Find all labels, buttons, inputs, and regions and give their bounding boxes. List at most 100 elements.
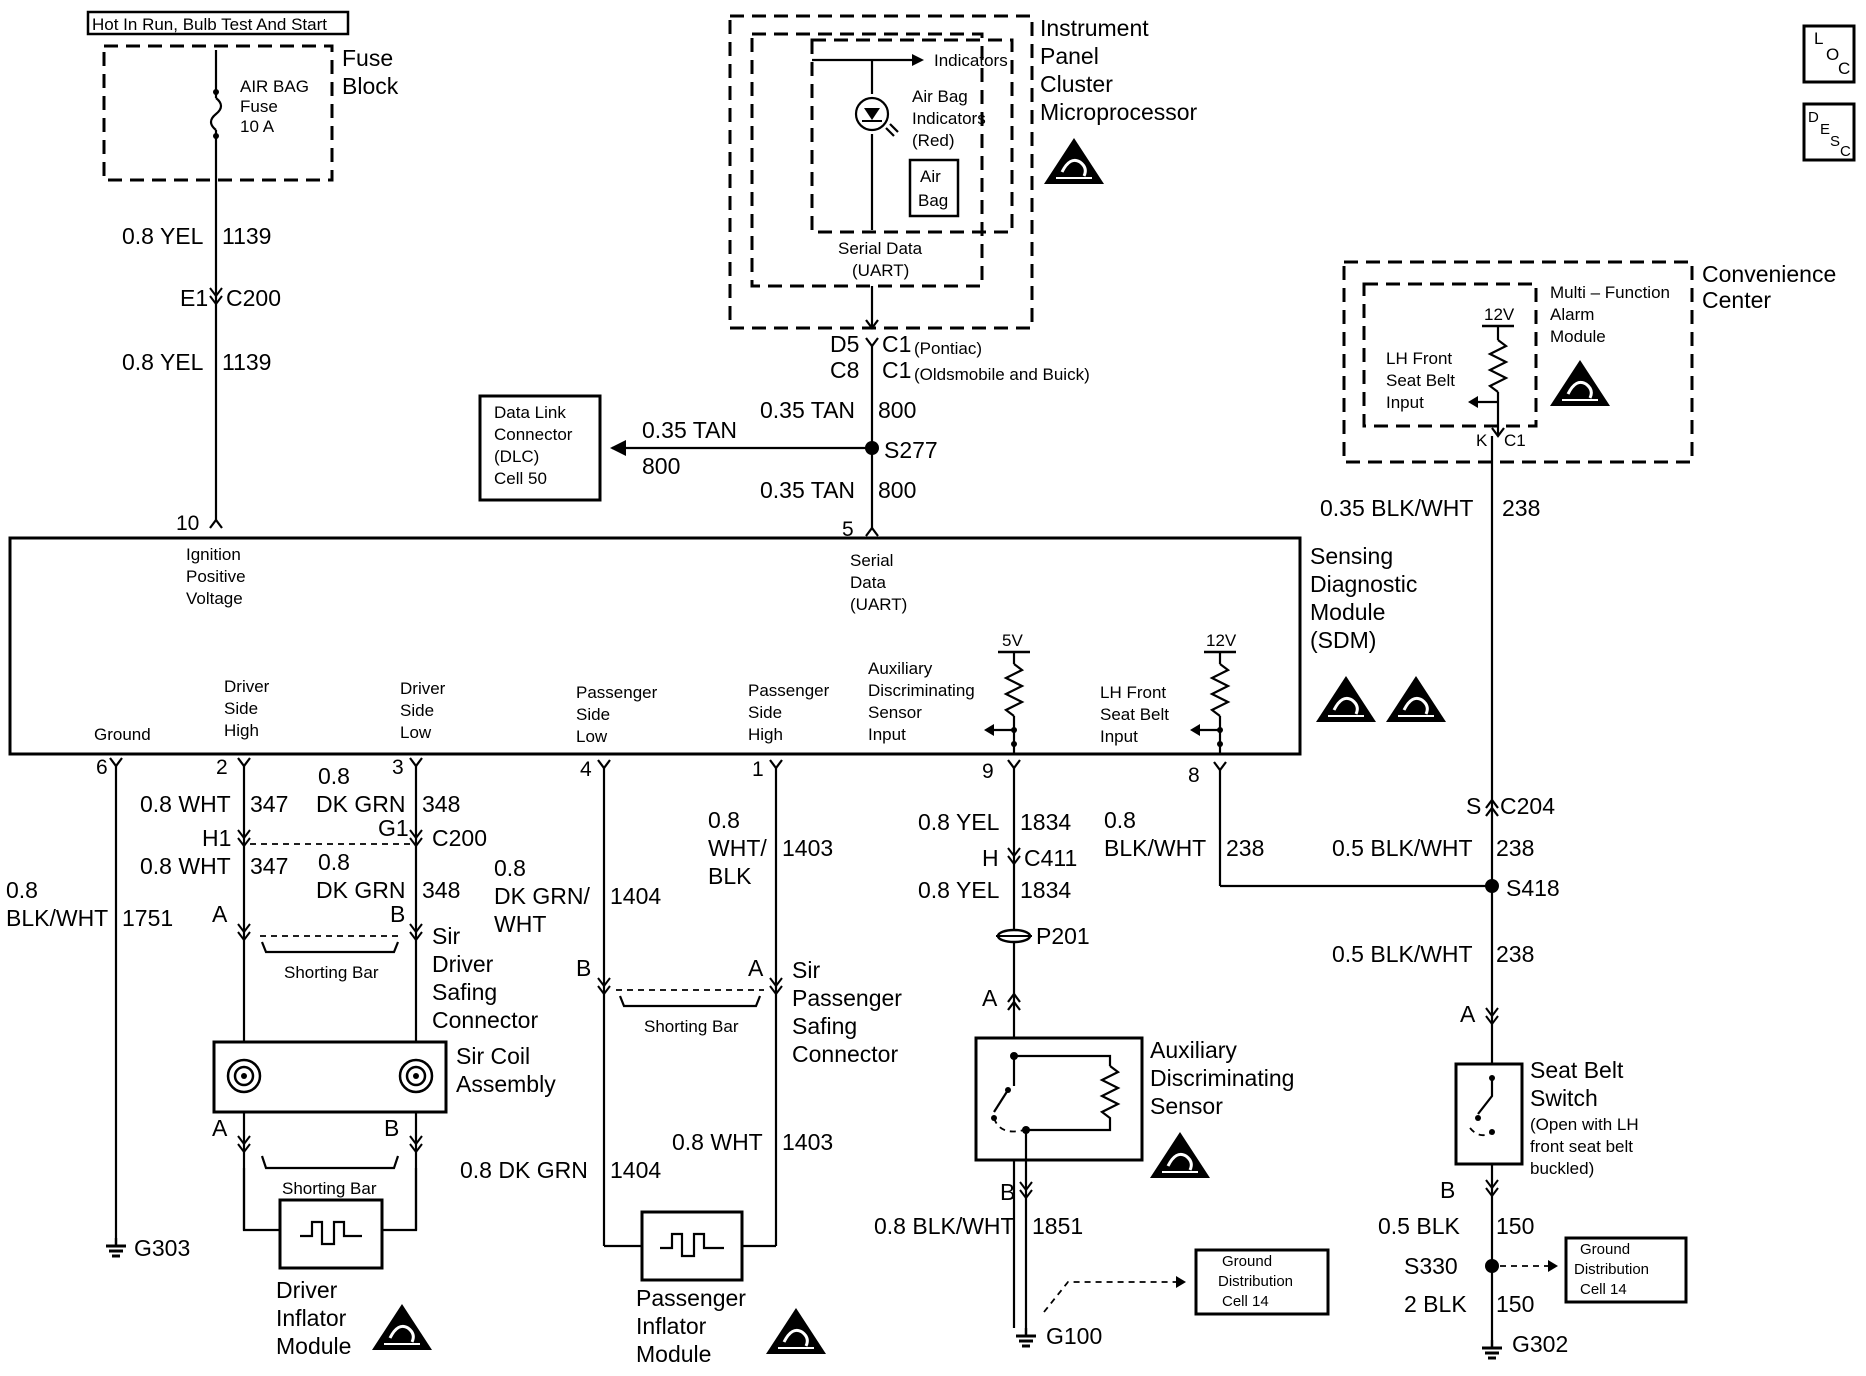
cluster-label-4: Microprocessor	[1040, 99, 1198, 125]
cluster-label-1: Instrument	[1040, 15, 1149, 41]
driver-circuit: 0.8 WHT 347 0.8 DK GRN 348 H1 G1 C200 0.…	[140, 763, 556, 1359]
gnd-ref-g100-box	[1194, 1248, 1330, 1316]
gnd-ref-g302-box	[1564, 1236, 1688, 1304]
sdm-aux-4: Input	[868, 725, 906, 744]
loc-letter-1: L	[1814, 29, 1823, 48]
w348b-1: 0.8	[318, 849, 350, 875]
fuse-icon	[209, 97, 223, 131]
belt-c4: 150	[1496, 1291, 1534, 1317]
sdm-ign-2: Positive	[186, 567, 246, 586]
esd-aux-icon	[1148, 1130, 1212, 1180]
aux-sensor-3: Sensor	[1150, 1093, 1223, 1119]
seat-belt-circuit: 0.8 BLK/WHT 238 S C204 0.5 BLK/WHT 238 S…	[1104, 436, 1688, 1360]
aux-pin-b: B	[1000, 1179, 1015, 1205]
conv-label-1: Convenience	[1702, 261, 1836, 287]
g303-name: G303	[134, 1235, 190, 1261]
w1404a-1: 0.8	[494, 855, 526, 881]
pass-safing-1: Sir	[792, 957, 820, 983]
sdm-dh-2: Side	[224, 699, 258, 718]
aux-p201: P201	[1036, 923, 1090, 949]
sdm-lh-1: LH Front	[1100, 683, 1166, 702]
seat-belt-switch-box	[1454, 1062, 1524, 1166]
airbag-warning-driver-icon	[370, 1302, 434, 1352]
belt-c204: C204	[1500, 793, 1555, 819]
esd-sdm-icon	[1314, 674, 1378, 724]
drv-safing-3: Safing	[432, 979, 497, 1005]
belt-c3: 150	[1496, 1213, 1534, 1239]
sdm-12v: 12V	[1206, 631, 1237, 650]
conv-input-1: LH Front	[1386, 349, 1452, 368]
aux-switch-icon	[993, 1089, 1009, 1113]
pass-safing-2: Passenger	[792, 985, 902, 1011]
desc-letter-3: S	[1830, 133, 1840, 150]
sdm-pin-5: 5	[842, 518, 854, 541]
sdm-ph-2: Side	[748, 703, 782, 722]
pass-safing-4: Connector	[792, 1041, 898, 1067]
belt-switch-1: Seat Belt	[1530, 1057, 1624, 1083]
dlc-wire: 0.35 TAN	[642, 417, 737, 443]
ign-circuit-2: 1139	[222, 349, 271, 375]
sdm-pin-10: 10	[176, 512, 199, 535]
belt-switch-4: front seat belt	[1530, 1137, 1633, 1156]
drv-pin-b2: B	[384, 1115, 399, 1141]
aux-sensor-circuit: 0.8 YEL 1834 H C411 0.8 YEL 1834 P201 A …	[874, 768, 1330, 1349]
drv-safing-2: Driver	[432, 951, 494, 977]
drv-shorting-bar2: Shorting Bar	[282, 1179, 377, 1198]
airbag-ind-2: Indicators	[912, 109, 986, 128]
sdm-lh-3: Input	[1100, 727, 1138, 746]
w1404b: 0.8 DK GRN	[460, 1157, 588, 1183]
belt-w3: 0.5 BLK	[1378, 1213, 1460, 1239]
sdm-ph-1: Passenger	[748, 681, 830, 700]
cluster-serial-2: (UART)	[852, 261, 909, 280]
airbag-warning-pass-icon	[764, 1306, 828, 1356]
belt-pin-a: A	[1460, 1001, 1476, 1027]
aux-c2: 1834	[1020, 877, 1071, 903]
cluster-pins: D5 C1 (Pontiac) C8 C1 (Oldsmobile and Bu…	[760, 331, 1090, 541]
pass-module-2: Inflator	[636, 1313, 707, 1339]
w1404a-2: DK GRN/	[494, 883, 590, 909]
conv-12v: 12V	[1484, 305, 1515, 324]
sdm-ph-3: High	[748, 725, 783, 744]
belt-w2: 0.5 BLK/WHT	[1332, 941, 1473, 967]
desc-icon[interactable]: D E S C	[1802, 102, 1856, 162]
w1403a-2: WHT/	[708, 835, 767, 861]
aux-pin-a: A	[982, 985, 998, 1011]
loc-letter-3: C	[1838, 59, 1850, 78]
aux-sensor-1: Auxiliary	[1150, 1037, 1237, 1063]
coil-assembly-box	[212, 1040, 448, 1114]
s277-upper-circuit: 800	[878, 397, 916, 423]
power-source-text: Hot In Run, Bulb Test And Start	[92, 15, 327, 34]
pin-2: 2	[216, 756, 228, 779]
pin8-circuit: 238	[1226, 835, 1264, 861]
pin-9: 9	[982, 760, 994, 783]
w348a-1: 0.8	[318, 763, 350, 789]
c348b: 348	[422, 877, 460, 903]
sdm-ign-3: Voltage	[186, 589, 243, 608]
s277-lower-wire: 0.35 TAN	[760, 477, 855, 503]
dlc-block: Data Link Connector (DLC) Cell 50 0.35 T…	[478, 394, 872, 502]
pin-6: 6	[96, 756, 108, 779]
cluster-indicators: Indicators	[934, 51, 1008, 70]
desc-letter-2: E	[1820, 121, 1830, 138]
dlc-label-4: Cell 50	[494, 469, 547, 488]
aux-w1: 0.8 YEL	[918, 809, 1000, 835]
w347b: 0.8 WHT	[140, 853, 231, 879]
pontiac-note: (Pontiac)	[914, 339, 982, 358]
sdm-aux-1: Auxiliary	[868, 659, 933, 678]
dlc-label-2: Connector	[494, 425, 573, 444]
ign-conn-pin: E1	[180, 285, 208, 311]
airbag-ind-3: (Red)	[912, 131, 955, 150]
pass-pin-a: A	[748, 955, 764, 981]
dlc-circuit: 800	[642, 453, 680, 479]
s277-name: S277	[884, 437, 938, 463]
drv-pin-a: A	[212, 901, 228, 927]
pin-1: 1	[752, 758, 764, 781]
ground-g303-circuit: 0.8 BLK/WHT 1751 G303	[6, 766, 190, 1261]
resistor-5v-icon	[1003, 663, 1025, 717]
pullup-resistor-icon	[1487, 339, 1509, 393]
ign-wire-color-2: 0.8 YEL	[122, 349, 204, 375]
w1403a-1: 0.8	[708, 807, 740, 833]
loc-icon[interactable]: L O C	[1802, 24, 1856, 84]
c1403b: 1403	[782, 1129, 833, 1155]
ignition-wire: 0.8 YEL 1139 E1 C200 0.8 YEL 1139 10	[122, 223, 281, 535]
